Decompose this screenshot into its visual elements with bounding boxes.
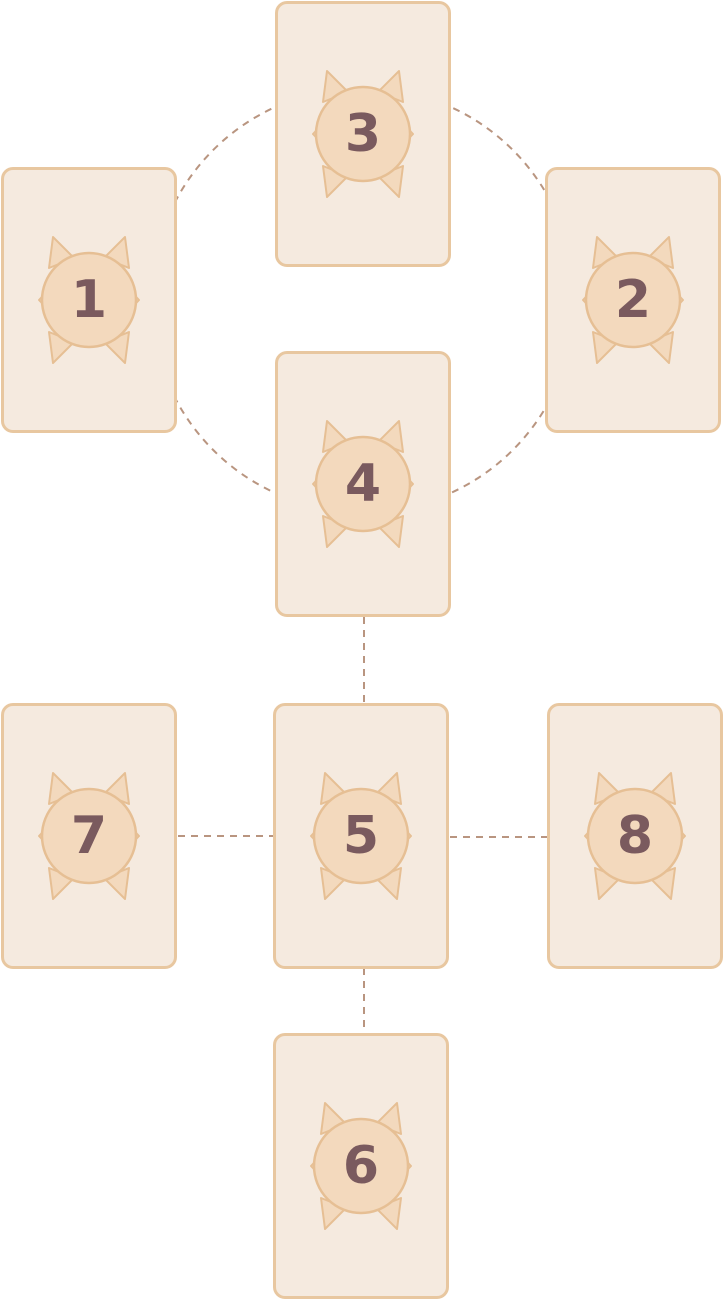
sun-disc bbox=[312, 787, 410, 885]
sun-emblem-shape bbox=[38, 772, 140, 900]
sun-disc bbox=[586, 787, 684, 885]
sun-icon bbox=[288, 419, 438, 549]
sun-emblem-shape bbox=[584, 772, 686, 900]
sun-emblem-shape bbox=[310, 772, 412, 900]
sun-emblem-shape bbox=[312, 420, 414, 548]
card-4[interactable]: 4 bbox=[275, 351, 451, 617]
sun-icon bbox=[288, 69, 438, 199]
card-number: 2 bbox=[614, 270, 652, 330]
sun-disc bbox=[40, 251, 138, 349]
card-number: 3 bbox=[344, 104, 382, 164]
card-6[interactable]: 6 bbox=[273, 1033, 449, 1299]
card-number: 8 bbox=[616, 806, 654, 866]
sun-disc bbox=[584, 251, 682, 349]
sun-icon bbox=[14, 235, 164, 365]
card-7[interactable]: 7 bbox=[1, 703, 177, 969]
card-number: 4 bbox=[344, 454, 382, 514]
card-number: 7 bbox=[70, 806, 108, 866]
sun-disc bbox=[314, 435, 412, 533]
sun-emblem-shape bbox=[310, 1102, 412, 1230]
sun-emblem-shape bbox=[312, 70, 414, 198]
card-3[interactable]: 3 bbox=[275, 1, 451, 267]
card-number: 1 bbox=[70, 270, 108, 330]
sun-icon bbox=[560, 771, 710, 901]
sun-icon bbox=[558, 235, 708, 365]
sun-emblem-shape bbox=[582, 236, 684, 364]
sun-disc bbox=[312, 1117, 410, 1215]
sun-icon bbox=[286, 771, 436, 901]
card-5[interactable]: 5 bbox=[273, 703, 449, 969]
card-number: 6 bbox=[342, 1136, 380, 1196]
card-2[interactable]: 2 bbox=[545, 167, 721, 433]
sun-icon bbox=[286, 1101, 436, 1231]
sun-emblem-shape bbox=[38, 236, 140, 364]
card-number: 5 bbox=[342, 806, 380, 866]
card-8[interactable]: 8 bbox=[547, 703, 723, 969]
sun-icon bbox=[14, 771, 164, 901]
card-1[interactable]: 1 bbox=[1, 167, 177, 433]
sun-disc bbox=[314, 85, 412, 183]
sun-disc bbox=[40, 787, 138, 885]
